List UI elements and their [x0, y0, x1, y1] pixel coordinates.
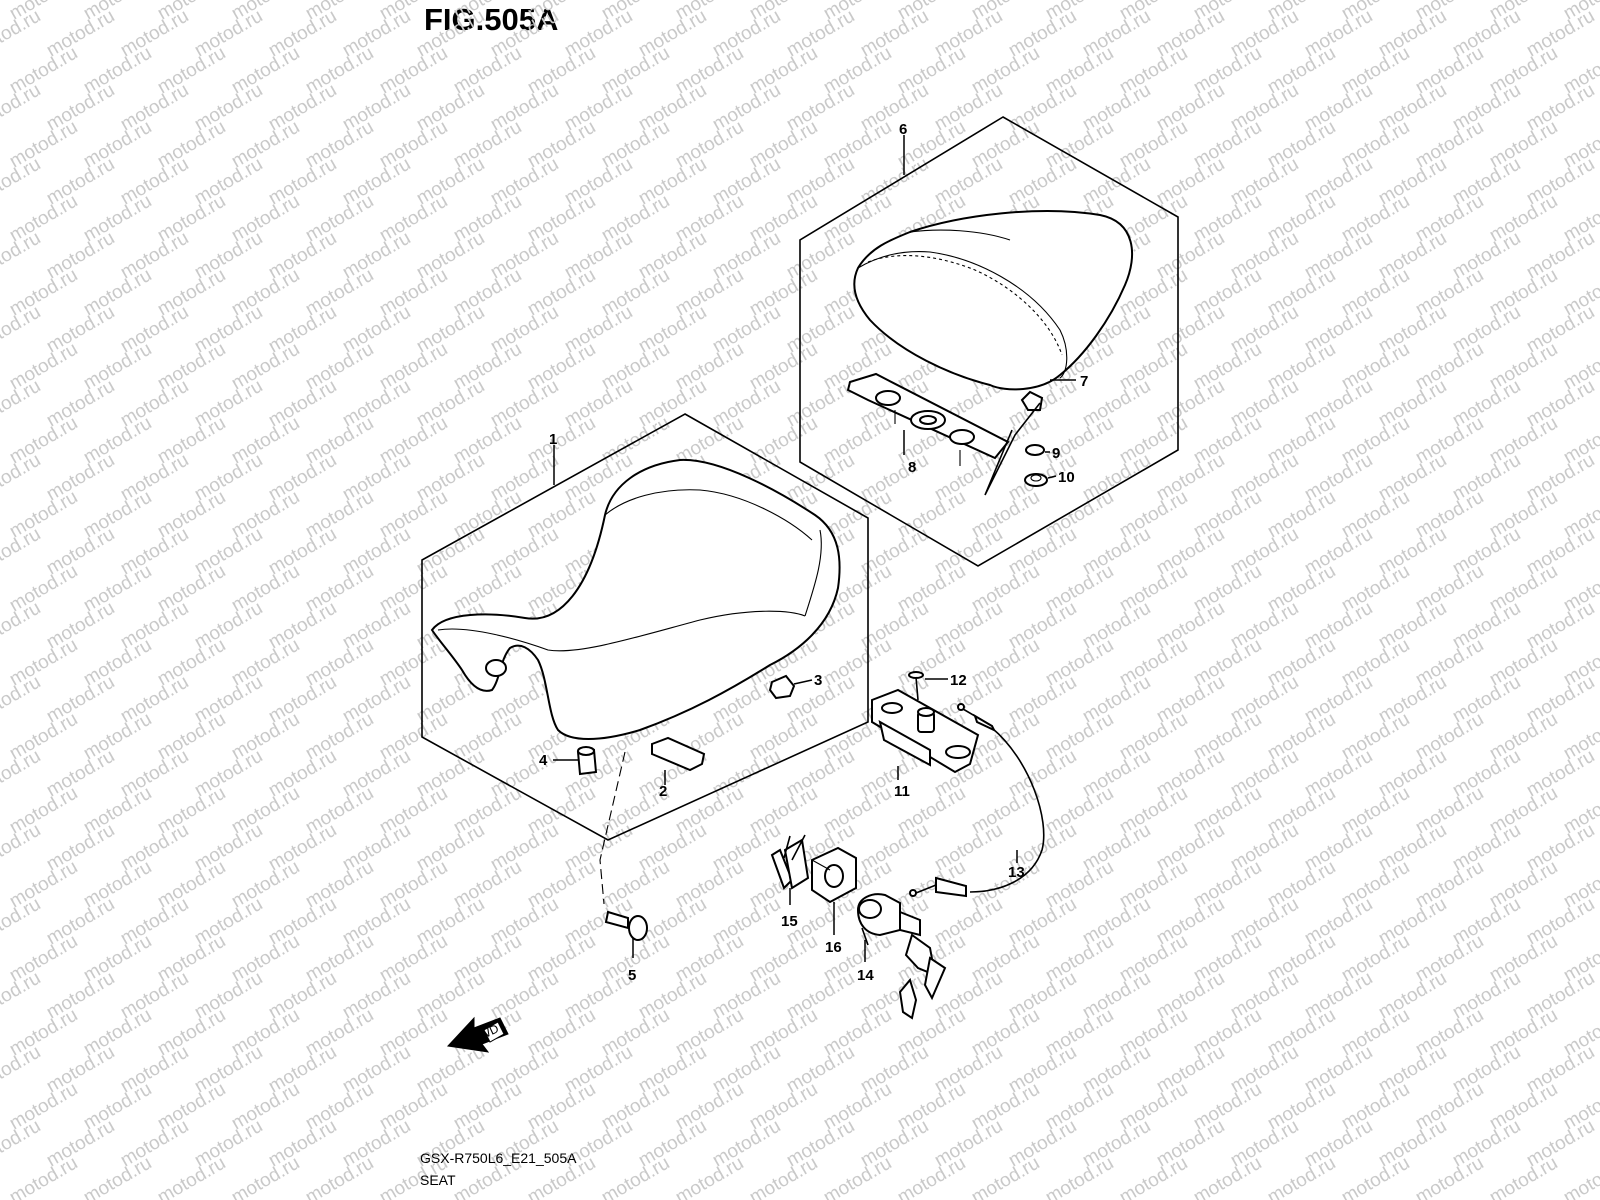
rear-seat-part — [853, 210, 1134, 391]
callout-15: 15 — [781, 913, 798, 930]
watermark-text: motod.ru — [1486, 1153, 1561, 1200]
watermark-text: motod.ru — [820, 1153, 895, 1200]
watermark-text: motod.ru — [1560, 1153, 1600, 1200]
watermark-text: motod.ru — [1338, 1153, 1413, 1200]
rear-seat-boundary — [799, 116, 1179, 567]
watermark-text: motod.ru — [746, 1153, 821, 1200]
watermark-text: motod.ru — [0, 820, 44, 876]
callout-3: 3 — [814, 672, 822, 689]
screw-part — [908, 671, 924, 701]
key-lock-part — [856, 893, 947, 1020]
holder-plate-part — [811, 846, 857, 904]
callout-11: 11 — [894, 783, 910, 800]
front-bolt-leader — [599, 751, 626, 905]
watermark-text: motod.ru — [0, 6, 44, 62]
front-seat-part — [430, 458, 841, 740]
spacer-part — [576, 746, 598, 776]
watermark-text: motod.ru — [0, 80, 44, 136]
watermark-text: motod.ru — [0, 1042, 44, 1098]
figure-title: FIG.505A — [424, 2, 559, 37]
callout-5: 5 — [628, 967, 636, 984]
watermark-text: motod.ru — [0, 746, 44, 802]
callout-4: 4 — [539, 752, 548, 769]
watermark-text: motod.ru — [0, 598, 44, 654]
watermark-text: motod.ru — [0, 968, 44, 1024]
nut-part — [1025, 444, 1045, 456]
watermark-text: motod.ru — [228, 1153, 303, 1200]
watermark-text: motod.ru — [0, 524, 44, 580]
watermark-text: motod.ru — [1190, 1153, 1265, 1200]
callout-leaders — [553, 135, 1076, 962]
watermark-text: motod.ru — [0, 450, 44, 506]
watermark-text: motod.ru — [0, 1116, 44, 1172]
callout-10: 10 — [1058, 469, 1075, 486]
callout-2: 2 — [659, 783, 667, 800]
watermark-text: motod.ru — [302, 1153, 377, 1200]
watermark-text: motod.ru — [672, 1153, 747, 1200]
callout-13: 13 — [1008, 864, 1025, 881]
watermark-text: motod.ru — [968, 1153, 1043, 1200]
front-seat-boundary — [421, 413, 869, 841]
callout-1: 1 — [549, 431, 557, 448]
cushion-part — [768, 674, 796, 700]
callout-14: 14 — [857, 967, 874, 984]
callout-6: 6 — [899, 121, 907, 138]
callout-16: 16 — [825, 939, 842, 956]
watermark-text: motod.ru — [0, 894, 44, 950]
callout-12: 12 — [950, 672, 967, 689]
watermark-text: motod.ru — [0, 302, 44, 358]
fwd-arrow-icon: FWD — [446, 1016, 509, 1053]
watermark-text: motod.ru — [1042, 1153, 1117, 1200]
callout-9: 9 — [1052, 445, 1060, 462]
watermark-text: motod.ru — [80, 1153, 155, 1200]
watermark-text: motod.ru — [0, 154, 44, 210]
seat-hook — [1020, 390, 1044, 411]
watermark-text: motod.ru — [154, 1153, 229, 1200]
figure-code: GSX-R750L6_E21_505A — [420, 1150, 577, 1166]
seat-badge-part — [651, 736, 706, 772]
watermark-text: motod.ru — [1412, 1153, 1487, 1200]
watermark-text: motod.ru — [1116, 1153, 1191, 1200]
rear-assembly-line — [984, 402, 1041, 496]
watermark-text: motod.ru — [598, 1153, 673, 1200]
watermark-text: motod.ru — [1264, 1153, 1339, 1200]
watermark-text: motod.ru — [0, 376, 44, 432]
watermark-text: motod.ru — [0, 228, 44, 284]
callout-labels: 1 2 3 4 5 6 7 8 9 10 11 12 13 14 15 16 — [539, 121, 1088, 984]
clip-part — [770, 834, 810, 890]
figure-name: SEAT — [420, 1172, 456, 1188]
watermark-text: motod.ru — [0, 672, 44, 728]
seat-bracket-part — [846, 372, 1010, 466]
cable-part — [909, 703, 1045, 898]
bolt-part — [604, 910, 648, 941]
lock-bracket-part — [871, 688, 980, 774]
callout-8: 8 — [908, 459, 916, 476]
callout-7: 7 — [1080, 373, 1088, 390]
washer-part — [1024, 473, 1048, 487]
watermark-text: motod.ru — [6, 1153, 81, 1200]
watermark-text: motod.ru — [894, 1153, 969, 1200]
